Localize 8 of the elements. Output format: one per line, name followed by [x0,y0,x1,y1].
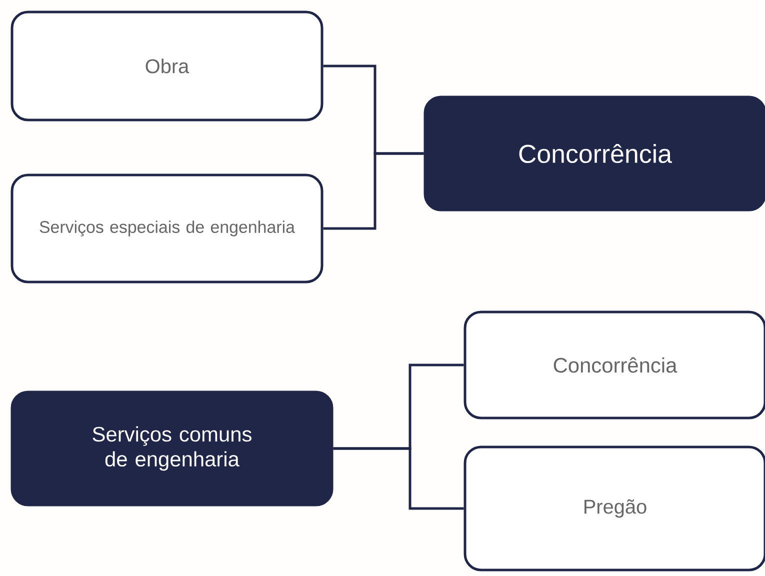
option-box: Concorrência [464,310,765,420]
connector-line [333,447,464,510]
category-box: Concorrência [424,96,765,212]
option-box: Obra [10,10,324,122]
option-box: Serviços especiais de engenharia [10,174,324,284]
category-box: Serviços comuns de engenharia [10,390,334,506]
option-box: Pregão [464,446,765,572]
connector-line [323,152,424,230]
